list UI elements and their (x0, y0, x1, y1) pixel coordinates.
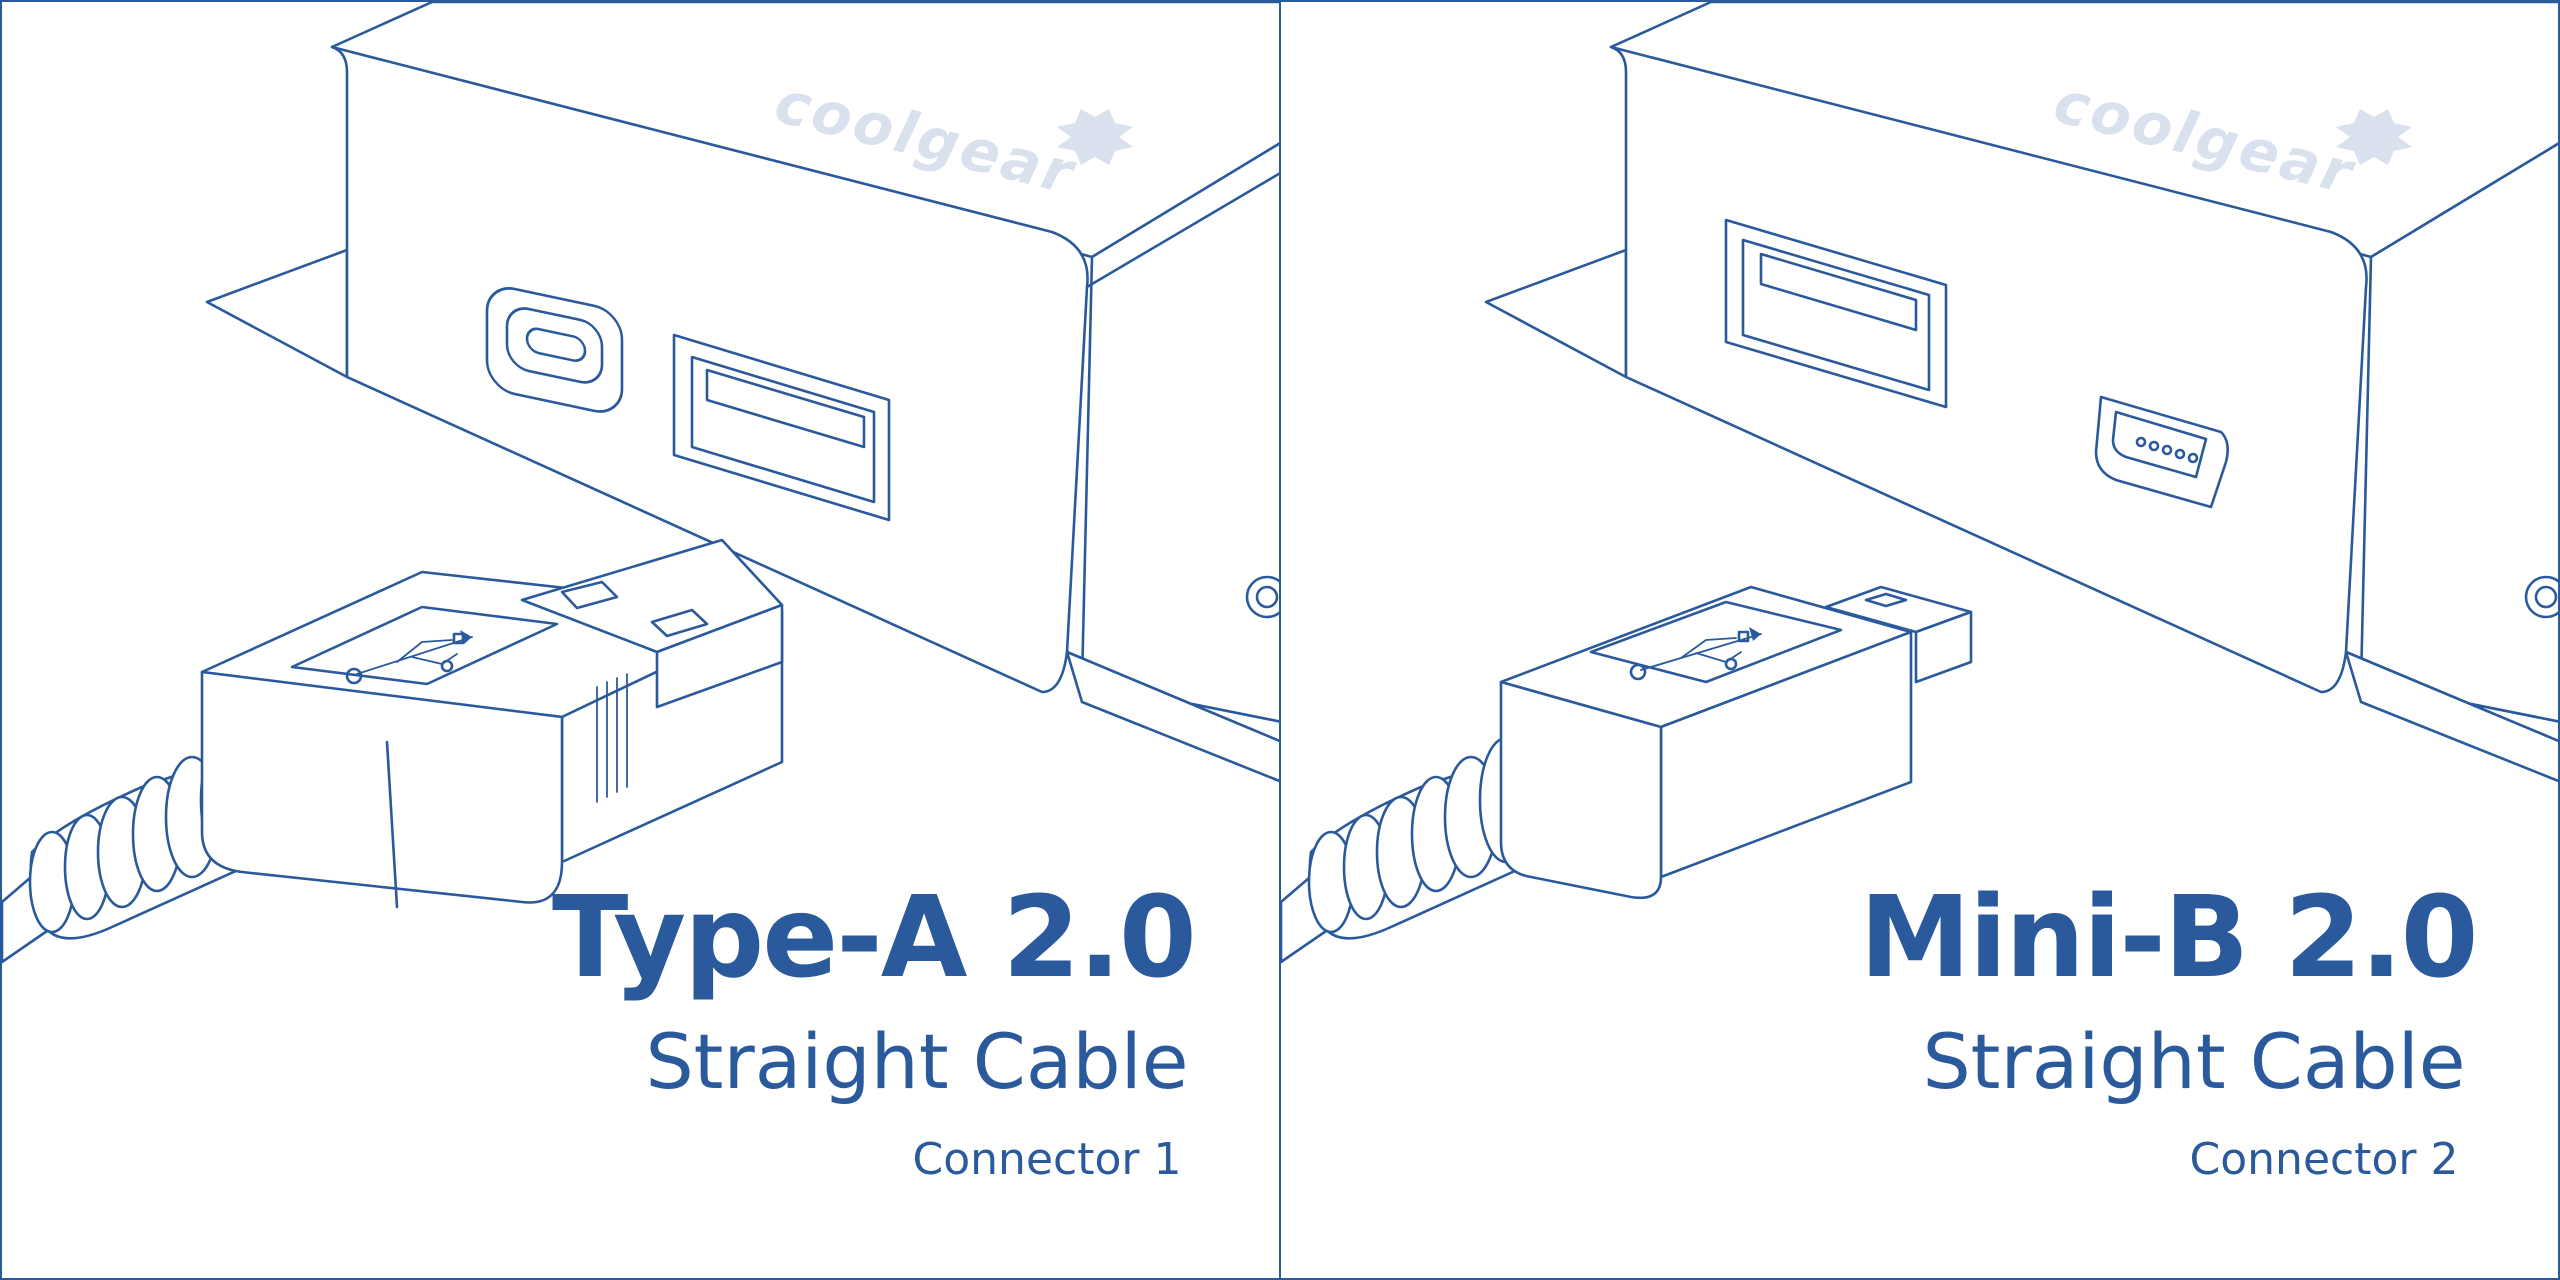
usb-a-port (1724, 218, 1948, 409)
usb-type-a-plug-icon (200, 538, 784, 909)
connector-subtitle: Straight Cable (1922, 1017, 2466, 1106)
usb-mini-b-plug-icon (1499, 585, 1973, 900)
connector-subtitle: Straight Cable (645, 1017, 1189, 1106)
gear-icon (2336, 109, 2412, 165)
panel-mini-b: coolgear (1280, 0, 2560, 1280)
usb-c-port (485, 287, 624, 413)
usb-symbol-icon (345, 630, 473, 685)
connector-title: Mini-B 2.0 (1859, 873, 2478, 1003)
usb-symbol-icon (1629, 627, 1762, 681)
usb-hub-device (1484, 2, 2558, 783)
type-a-cable-illustration: coolgear (2, 2, 1279, 964)
connector-title: Type-A 2.0 (552, 873, 1197, 1003)
usb-mini-b-port (2094, 395, 2229, 509)
mini-b-cable-illustration: coolgear (1281, 2, 2558, 964)
gear-icon (1057, 109, 1133, 165)
usb-a-port (672, 333, 891, 522)
connector-label: Connector 2 (2189, 1134, 2459, 1185)
connector-label: Connector 1 (912, 1134, 1182, 1185)
panel-type-a: coolgear (0, 0, 1280, 1280)
